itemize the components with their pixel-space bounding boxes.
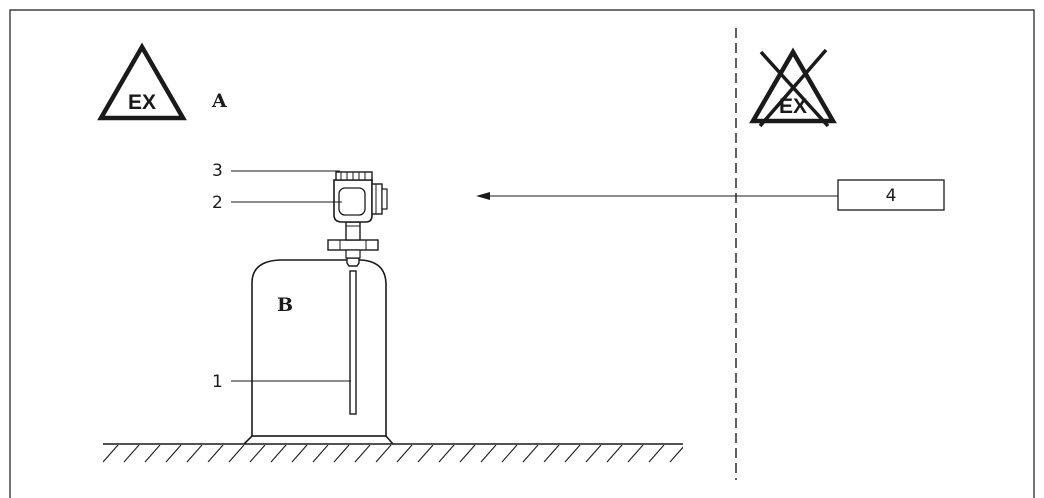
level-transmitter bbox=[327, 171, 388, 415]
ex-crossed-symbol-text: EX bbox=[779, 95, 807, 118]
ex-crossed-out-icon: EX bbox=[749, 47, 837, 128]
tank-label: B bbox=[277, 294, 293, 316]
flange bbox=[327, 239, 379, 251]
probe-rod bbox=[349, 270, 357, 415]
diagram-frame bbox=[9, 9, 1035, 498]
ground-surface bbox=[103, 443, 683, 463]
ex-symbol-text: EX bbox=[128, 91, 156, 114]
display-module bbox=[338, 187, 366, 216]
callout-4-label: 4 bbox=[886, 186, 897, 206]
housing-cover bbox=[335, 171, 373, 181]
callout-2-label: 2 bbox=[212, 193, 223, 213]
tank bbox=[243, 259, 394, 445]
ex-warning-triangle-icon: EX bbox=[97, 42, 187, 121]
callout-3-label: 3 bbox=[212, 161, 223, 181]
hazardous-area-label: A bbox=[211, 90, 227, 112]
callout-1-label: 1 bbox=[212, 372, 223, 392]
callout-4-arrow bbox=[476, 192, 838, 200]
callout-4-box bbox=[837, 179, 945, 211]
